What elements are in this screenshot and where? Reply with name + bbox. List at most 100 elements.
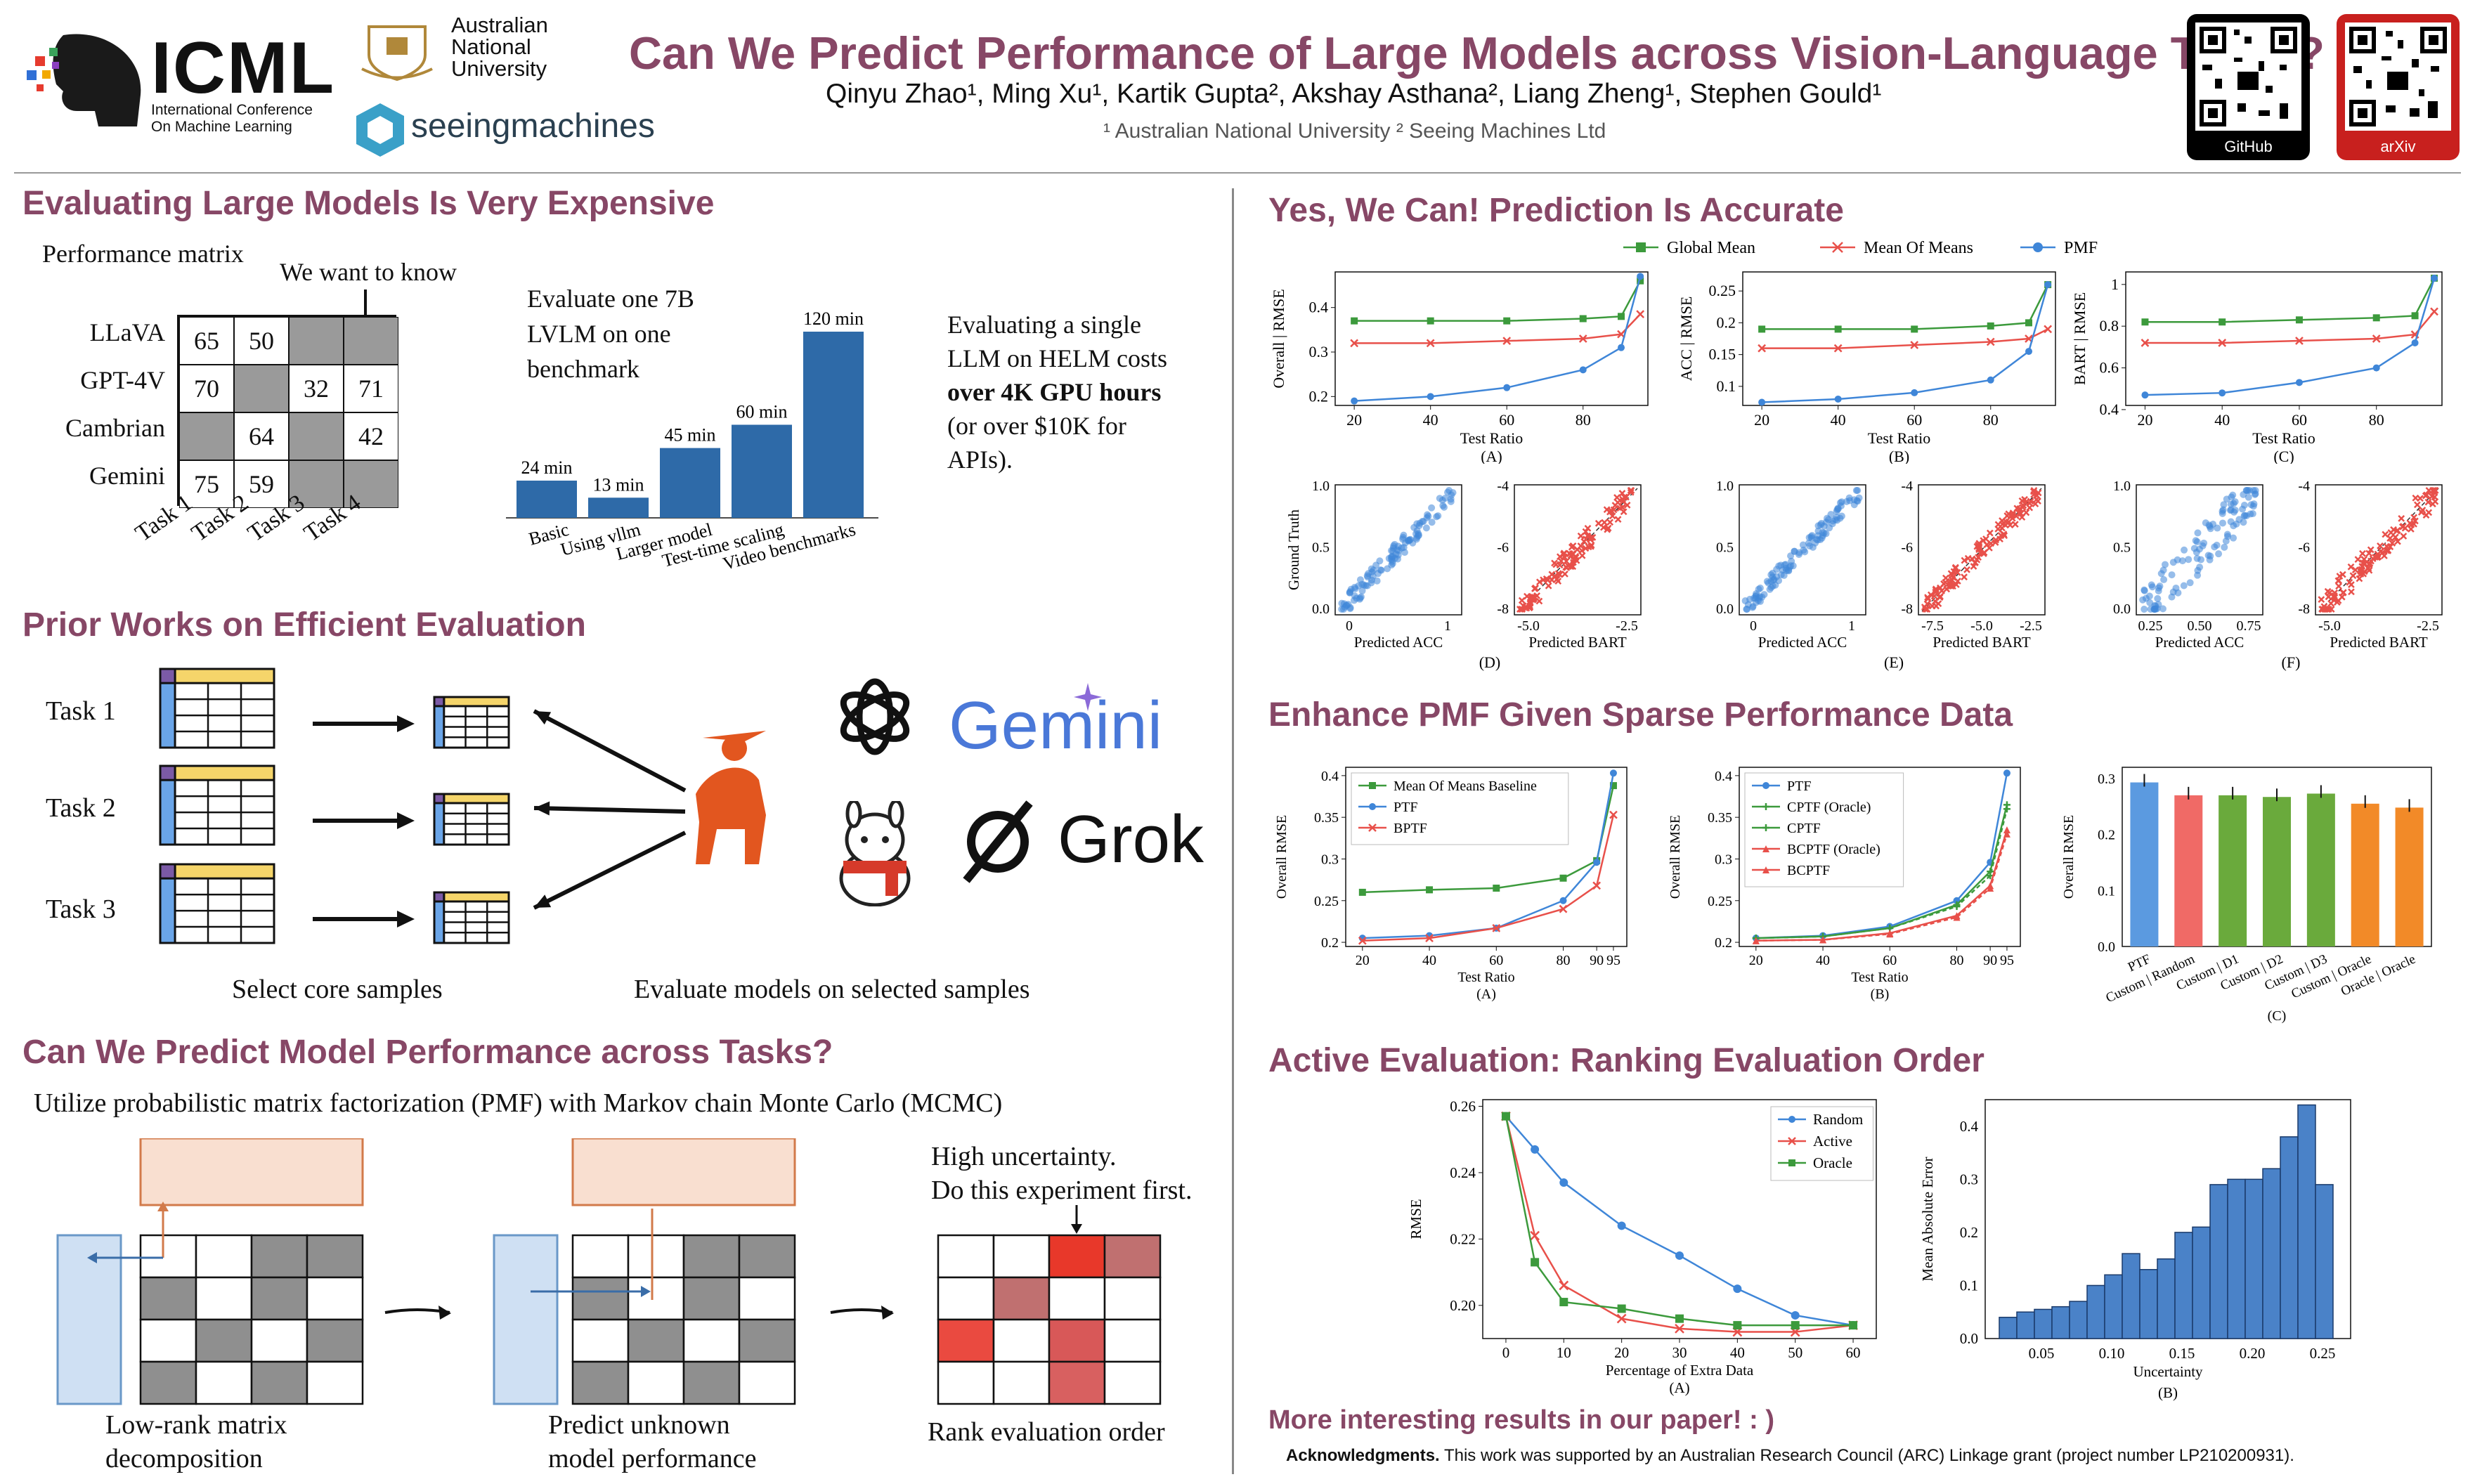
header-divider bbox=[14, 172, 2461, 174]
data-point bbox=[1617, 330, 1625, 339]
histogram-bar bbox=[1999, 1317, 2018, 1339]
matrix-cell bbox=[289, 317, 344, 365]
data-point bbox=[2365, 566, 2373, 574]
data-point bbox=[2425, 509, 2433, 516]
data-point bbox=[1609, 810, 1618, 819]
table-corner bbox=[433, 891, 446, 903]
table-corner bbox=[159, 863, 176, 880]
data-point bbox=[2022, 499, 2029, 507]
acknowledgments: Acknowledgments. This work was supported… bbox=[1286, 1446, 2294, 1465]
data-point bbox=[1502, 337, 1512, 346]
gemini-logo: Gemini bbox=[949, 688, 1163, 763]
scatter-point bbox=[1780, 571, 1788, 579]
y-tick-label: 0.2 bbox=[2098, 828, 2115, 843]
x-tick-label: -5.0 bbox=[1970, 618, 1993, 634]
data-point bbox=[1616, 505, 1624, 512]
cost-bar bbox=[803, 332, 864, 518]
table-header bbox=[159, 668, 275, 684]
uncertainty-cell bbox=[1103, 1360, 1162, 1405]
row-label: LLaVA bbox=[89, 318, 165, 346]
arrow-line bbox=[533, 709, 687, 793]
x-tick-label: 30 bbox=[1672, 1344, 1687, 1361]
x-axis-label: Uncertainty bbox=[2133, 1363, 2203, 1380]
github-qr[interactable]: GitHub bbox=[2187, 14, 2310, 160]
data-point bbox=[1953, 912, 1961, 920]
scatter-point bbox=[2202, 519, 2209, 527]
bar-value-label: 120 min bbox=[803, 308, 864, 329]
x-tick-label: -2.5 bbox=[2020, 618, 2042, 634]
data-point bbox=[1618, 490, 1626, 497]
data-point bbox=[1930, 592, 1938, 600]
uncertainty-cell bbox=[1103, 1276, 1162, 1321]
scatter-point bbox=[1428, 504, 1436, 512]
matrix-cell bbox=[250, 1234, 308, 1279]
data-point bbox=[2219, 318, 2226, 326]
data-point bbox=[1583, 535, 1590, 543]
series-line bbox=[2145, 278, 2436, 323]
scatter-point bbox=[1346, 589, 1353, 597]
data-point bbox=[2413, 501, 2421, 509]
y-tick-label: -4 bbox=[1497, 479, 1509, 494]
matrix-cell bbox=[250, 1318, 308, 1363]
data-point bbox=[2025, 319, 2033, 327]
data-point bbox=[1606, 508, 1613, 516]
data-point bbox=[1585, 543, 1592, 551]
matrix-cell bbox=[738, 1276, 796, 1321]
data-point bbox=[1559, 874, 1567, 882]
y-tick-label: 0.3 bbox=[2098, 772, 2115, 787]
y-tick-label: 0.5 bbox=[1312, 540, 1330, 556]
task-table bbox=[159, 863, 275, 944]
y-axis-label: Ground Truth bbox=[1285, 509, 1302, 590]
y-axis-label: Mean Absolute Error bbox=[1919, 1157, 1936, 1281]
data-point bbox=[2361, 560, 2368, 567]
x-tick-label: -2.5 bbox=[1616, 618, 1638, 634]
select-core-label: Select core samples bbox=[232, 975, 443, 1004]
x-tick-label: 95 bbox=[2000, 953, 2014, 968]
y-tick-label: 0.2 bbox=[1321, 935, 1339, 951]
matrix-cell bbox=[306, 1360, 364, 1405]
matrix-cell: 65 bbox=[179, 317, 234, 365]
matrix-cell bbox=[306, 1318, 364, 1363]
x-axis-label: Predicted ACC bbox=[2155, 634, 2245, 651]
y-tick-label: -6 bbox=[2298, 540, 2310, 556]
y-tick-label: 0.2 bbox=[1717, 313, 1736, 331]
grok-logo: Grok bbox=[1058, 802, 1204, 877]
legend-label: PMF bbox=[2064, 239, 2098, 257]
panel-label: (B) bbox=[1889, 448, 1909, 464]
scatter-point bbox=[2207, 552, 2214, 560]
table-header bbox=[159, 764, 275, 781]
data-point bbox=[1620, 508, 1628, 516]
arxiv-qr[interactable]: arXiv bbox=[2337, 14, 2460, 160]
rider-head bbox=[722, 736, 747, 761]
data-point bbox=[1589, 533, 1597, 541]
matrix-cell bbox=[139, 1318, 197, 1363]
data-point bbox=[1618, 344, 1625, 351]
scatter-point bbox=[2168, 593, 2176, 601]
data-point bbox=[1427, 317, 1434, 325]
y-axis-label: Overall | RMSE bbox=[1270, 289, 1287, 388]
histogram-bar bbox=[2174, 1232, 2193, 1339]
data-point bbox=[1556, 561, 1564, 569]
data-point bbox=[1675, 1323, 1684, 1334]
section-title-expensive: Evaluating Large Models Is Very Expensiv… bbox=[22, 185, 715, 222]
y-tick-label: 0.1 bbox=[2098, 883, 2115, 899]
data-point bbox=[1557, 557, 1565, 565]
scatter-point bbox=[2155, 587, 2162, 594]
data-point bbox=[1358, 936, 1367, 945]
want-label: We want to know bbox=[280, 258, 457, 286]
y-tick-label: 0.3 bbox=[1715, 852, 1732, 867]
data-point bbox=[2357, 568, 2365, 575]
data-point bbox=[1587, 534, 1594, 542]
table-corner bbox=[159, 668, 176, 684]
legend-label: BCPTF (Oracle) bbox=[1787, 842, 1880, 857]
data-point bbox=[1563, 557, 1570, 565]
data-point bbox=[1623, 502, 1631, 509]
panel-label: (A) bbox=[1481, 448, 1502, 464]
data-point bbox=[2219, 389, 2226, 397]
panel-label: (A) bbox=[1669, 1379, 1689, 1396]
data-point bbox=[1936, 594, 1944, 601]
matrix-cell bbox=[738, 1360, 796, 1405]
series-line bbox=[1505, 1116, 1854, 1333]
more-results: More interesting results in our paper! :… bbox=[1268, 1405, 1774, 1435]
